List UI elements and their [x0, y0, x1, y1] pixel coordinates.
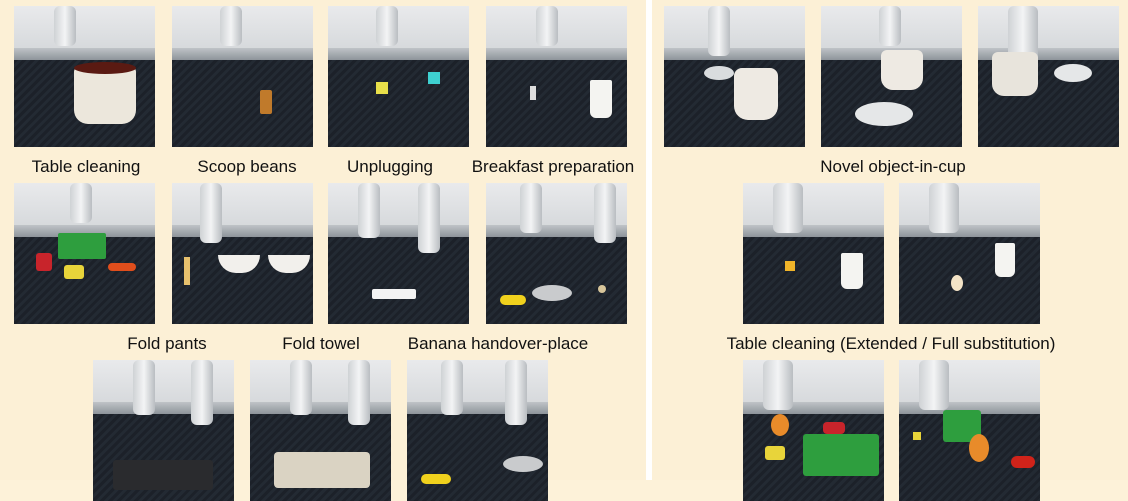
- photo-power-strip: [328, 183, 469, 324]
- label-novel-object-in-cup: Novel object-in-cup: [820, 157, 966, 176]
- photo-cup-and-cube: [743, 183, 884, 324]
- photo-green-box-sponge: [14, 183, 155, 324]
- photo-pot-plate: [821, 6, 962, 147]
- photo-rice-cooker-open: [664, 6, 805, 147]
- label-table-cleaning: Table cleaning: [31, 157, 141, 176]
- photo-banana-plate: [486, 183, 627, 324]
- photo-white-cup: [486, 6, 627, 147]
- label-table-cleaning-extended: Table cleaning (Extended / Full substitu…: [726, 334, 1056, 353]
- photo-two-cubes: [328, 6, 469, 147]
- photo-bowls-spoon: [172, 183, 313, 324]
- photo-pot-gripper: [978, 6, 1119, 147]
- photo-pot-on-table: [14, 6, 155, 147]
- label-banana-handover-place: Banana handover-place: [407, 334, 589, 353]
- panel-divider: [646, 0, 652, 480]
- label-breakfast-preparation: Breakfast preparation: [471, 157, 635, 176]
- label-unplugging: Unplugging: [346, 157, 433, 176]
- photo-small-jar: [172, 6, 313, 147]
- label-scoop-beans: Scoop beans: [197, 157, 297, 176]
- label-fold-towel: Fold towel: [282, 334, 360, 353]
- photo-cup-and-egg: [899, 183, 1040, 324]
- label-fold-pants: Fold pants: [127, 334, 207, 353]
